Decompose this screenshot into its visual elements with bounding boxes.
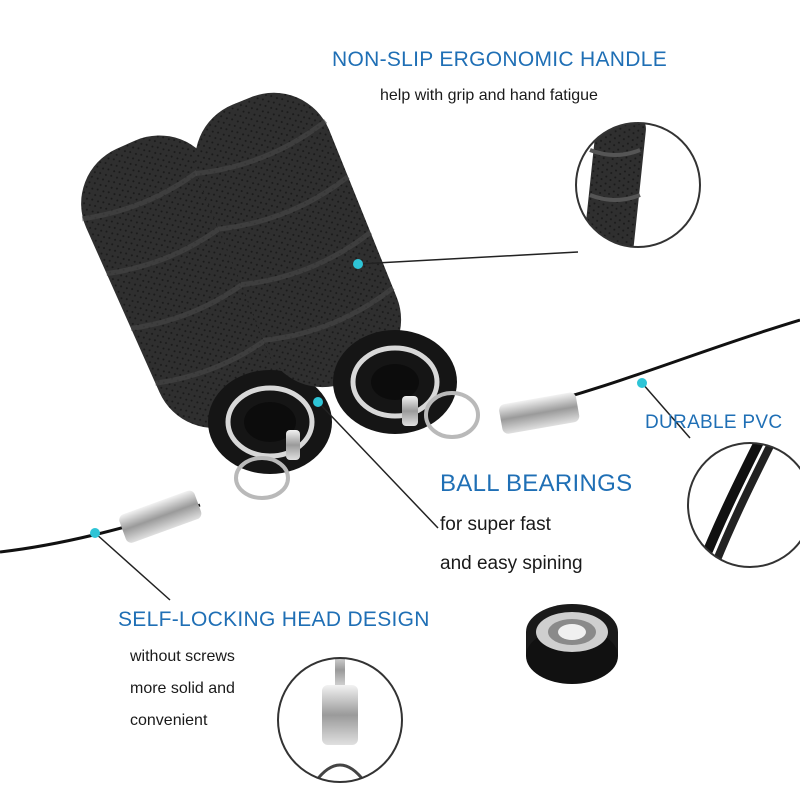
handle-feature-description: help with grip and hand fatigue — [380, 87, 598, 104]
swivel-right — [402, 391, 580, 439]
handle-left — [81, 135, 332, 474]
bearing-detail-icon — [517, 587, 627, 697]
swivel-left — [119, 430, 300, 543]
marker-dots — [90, 259, 647, 538]
cable-feature-title: DURABLE PVC — [645, 412, 783, 433]
bearings-feature-description-line1: for super fast — [440, 514, 551, 535]
leader-lines — [94, 251, 691, 601]
grip-detail-icon — [575, 122, 701, 248]
lock-head-detail-icon — [277, 657, 403, 783]
cable-detail-icon — [687, 442, 800, 568]
handle-feature-title: NON-SLIP ERGONOMIC HANDLE — [332, 48, 667, 71]
head-feature-description-line1: without screws — [130, 648, 235, 665]
head-feature-description-line2: more solid and — [130, 680, 235, 697]
head-feature-title: SELF-LOCKING HEAD DESIGN — [118, 608, 430, 631]
bearings-feature-description-line2: and easy spining — [440, 553, 583, 574]
bearings-feature-title: BALL BEARINGS — [440, 470, 633, 497]
head-feature-description-line3: convenient — [130, 712, 208, 729]
